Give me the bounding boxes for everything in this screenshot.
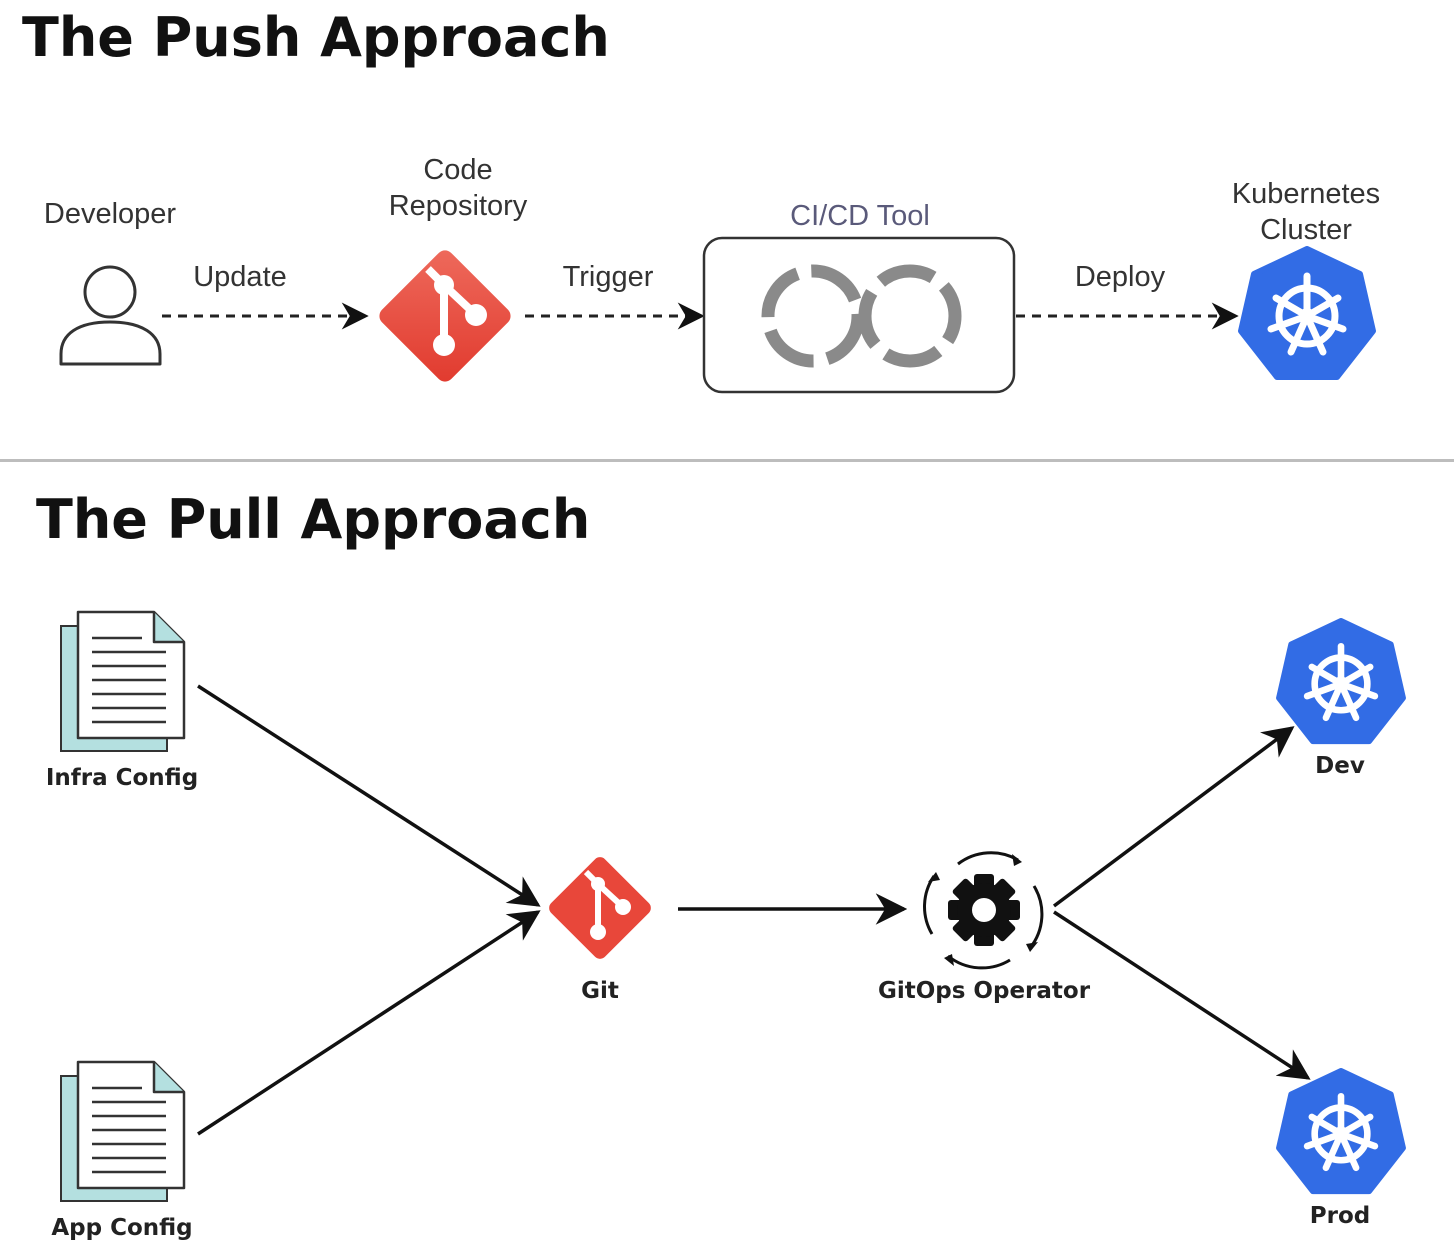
infinity-loop-icon [761, 264, 962, 368]
code-repository-label-line2: Repository [388, 190, 528, 222]
git-icon [549, 857, 651, 959]
kubernetes-icon [1276, 618, 1406, 745]
infra-config-label: Infra Config [45, 765, 199, 791]
update-label: Update [193, 261, 287, 293]
app-to-git-arrow [197, 910, 541, 1136]
document-icon [60, 1060, 186, 1202]
kubernetes-cluster-label-line1: Kubernetes [1231, 178, 1381, 210]
kubernetes-cluster-label-line2: Cluster [1260, 214, 1352, 246]
trigger-label: Trigger [562, 261, 654, 293]
cicd-tool-label: CI/CD Tool [790, 200, 930, 232]
git-icon [379, 250, 511, 382]
kubernetes-icon [1276, 1068, 1406, 1195]
operator-to-prod-arrow [1053, 910, 1311, 1080]
git-label: Git [581, 978, 619, 1004]
code-repository-label-line1: Code [423, 154, 493, 186]
dev-label: Dev [1315, 753, 1365, 779]
gitops-operator-label: GitOps Operator [877, 978, 1091, 1004]
gear-icon [923, 851, 1044, 970]
kubernetes-icon [1238, 246, 1376, 380]
developer-label: Developer [43, 198, 177, 230]
cicd-tool-box [702, 236, 1016, 394]
infra-to-git-arrow [197, 684, 541, 907]
push-title: The Push Approach [22, 6, 610, 69]
deploy-label: Deploy [1074, 261, 1166, 293]
user-icon [59, 265, 162, 366]
operator-to-dev-arrow [1052, 726, 1295, 908]
document-icon [60, 610, 186, 752]
app-config-label: App Config [51, 1215, 193, 1241]
section-divider [0, 459, 1454, 462]
prod-label: Prod [1309, 1203, 1371, 1229]
pull-title: The Pull Approach [36, 488, 591, 551]
